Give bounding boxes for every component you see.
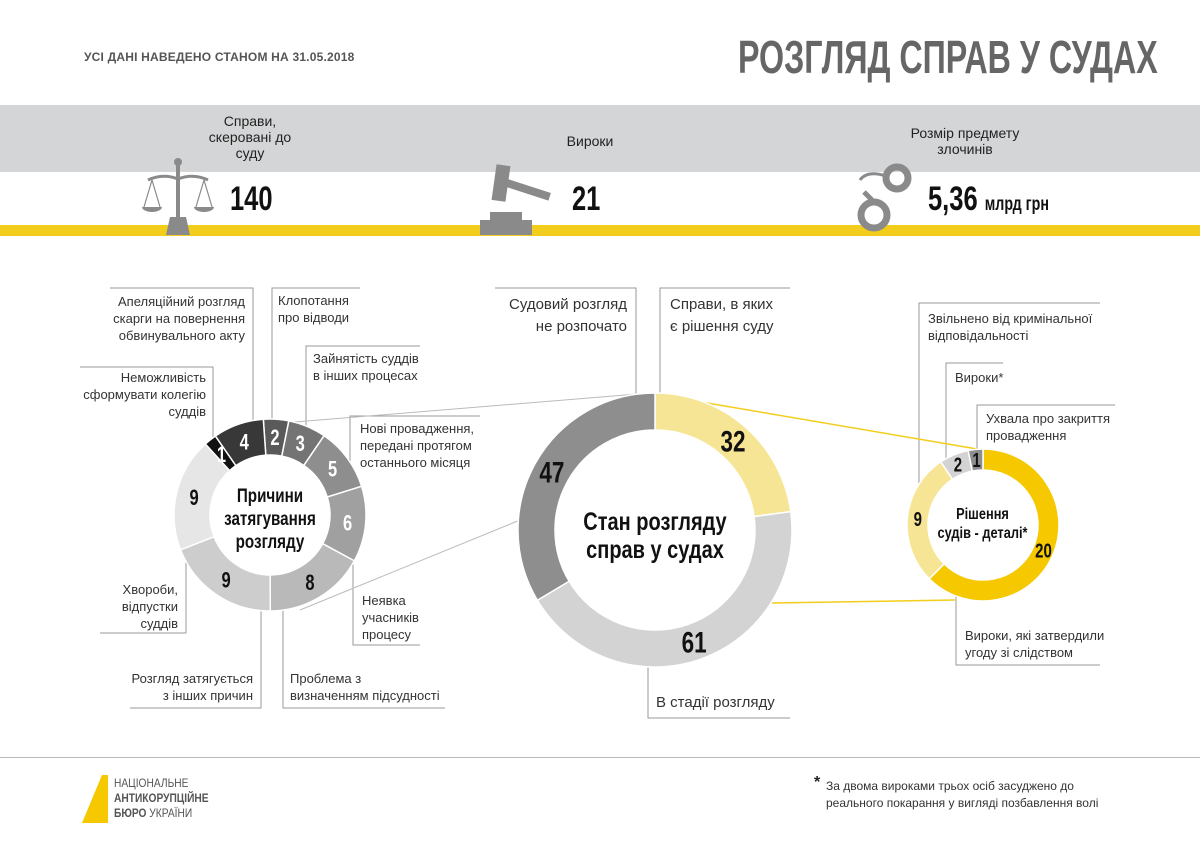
donut-middle-value-label: 61 [682, 625, 707, 659]
label-plea: Вироки, які затвердили угоду зі слідство… [965, 628, 1105, 660]
handcuffs-icon [857, 163, 912, 232]
label-absence: Неявка учасників процесу [362, 593, 419, 642]
donut-middle-value-label: 32 [720, 424, 745, 458]
donut-left-value-label: 9 [189, 486, 198, 511]
page-title: РОЗГЛЯД СПРАВ У СУДАХ [738, 31, 1158, 83]
donut-right-value-label: 20 [1035, 539, 1052, 562]
footnote: За двома вироками трьох осіб засуджено д… [826, 779, 1099, 810]
donut-left-value-label: 9 [221, 568, 230, 593]
stat-cases-value: 140 [230, 180, 273, 218]
footer-divider [0, 757, 1200, 758]
stats-band [0, 105, 1200, 172]
date-note: УСІ ДАНІ НАВЕДЕНО СТАНОМ НА 31.05.2018 [84, 50, 355, 64]
stat-crime-unit: млрд грн [984, 194, 1049, 215]
logo-text: НАЦІОНАЛЬНЕ АНТИКОРУПЦІЙНЕ БЮРО УКРАЇНИ [114, 776, 209, 820]
label-appeal: Апеляційний розгляд скарги на повернення… [113, 294, 245, 343]
label-closure: Ухвала про закриття провадження [986, 411, 1111, 443]
donut-left-value-label: 1 [217, 443, 226, 468]
donut-left-value-label: 8 [305, 571, 314, 596]
yellow-divider [0, 225, 1200, 236]
gavel-icon [480, 164, 551, 235]
label-released: Звільнено від кримінальної відповідально… [928, 311, 1093, 343]
donut-left-value-label: 3 [296, 432, 305, 457]
donut-right-value-label: 9 [914, 508, 922, 531]
stat-cases-label: Справи, скеровані до суду [208, 113, 292, 161]
label-verdicts: Вироки* [955, 370, 1004, 385]
footnote-mark: * [814, 774, 821, 791]
donut-left-value-label: 2 [270, 426, 279, 451]
label-recusal: Клопотання про відводи [278, 293, 350, 325]
donut-right-value-label: 1 [972, 449, 980, 472]
donut-right-value-label: 2 [954, 454, 962, 477]
donut-left-value-label: 5 [328, 457, 337, 482]
label-illness: Хвороби, відпустки суддів [121, 582, 178, 631]
label-not-started: Судовий розгляд не розпочато [509, 296, 627, 335]
donut-left-segment [214, 418, 267, 467]
donut-middle-segment [536, 510, 793, 668]
donut-left-value-label: 4 [240, 430, 249, 455]
donut-left-value-label: 6 [343, 511, 352, 536]
stat-crime-value: 5,36 млрд грн [928, 180, 1049, 218]
stat-verdicts-label: Вироки [566, 133, 614, 149]
nabu-logo-icon [82, 775, 108, 823]
donut-right-segment [928, 448, 1060, 602]
stat-verdicts-value: 21 [572, 180, 601, 218]
label-in-progress: В стадії розгляду [656, 694, 775, 711]
label-new-cases: Нові провадження, передані протягом оста… [360, 421, 475, 470]
label-jurisdiction: Проблема з визначенням підсудності [290, 671, 440, 703]
stat-crime-label: Розмір предмету злочинів [910, 125, 1020, 157]
label-busy: Зайнятість суддів в інших процесах [313, 351, 419, 383]
label-college: Неможливість сформувати колегію суддів [83, 370, 206, 419]
label-other: Розгляд затягується з інших причин [131, 671, 253, 703]
donut-right-segment [967, 448, 984, 472]
donut-middle-segment [517, 392, 656, 602]
donut-middle-value-label: 47 [539, 455, 564, 489]
label-decided: Справи, в яких є рішення суду [670, 296, 774, 335]
scales-icon [142, 158, 214, 235]
